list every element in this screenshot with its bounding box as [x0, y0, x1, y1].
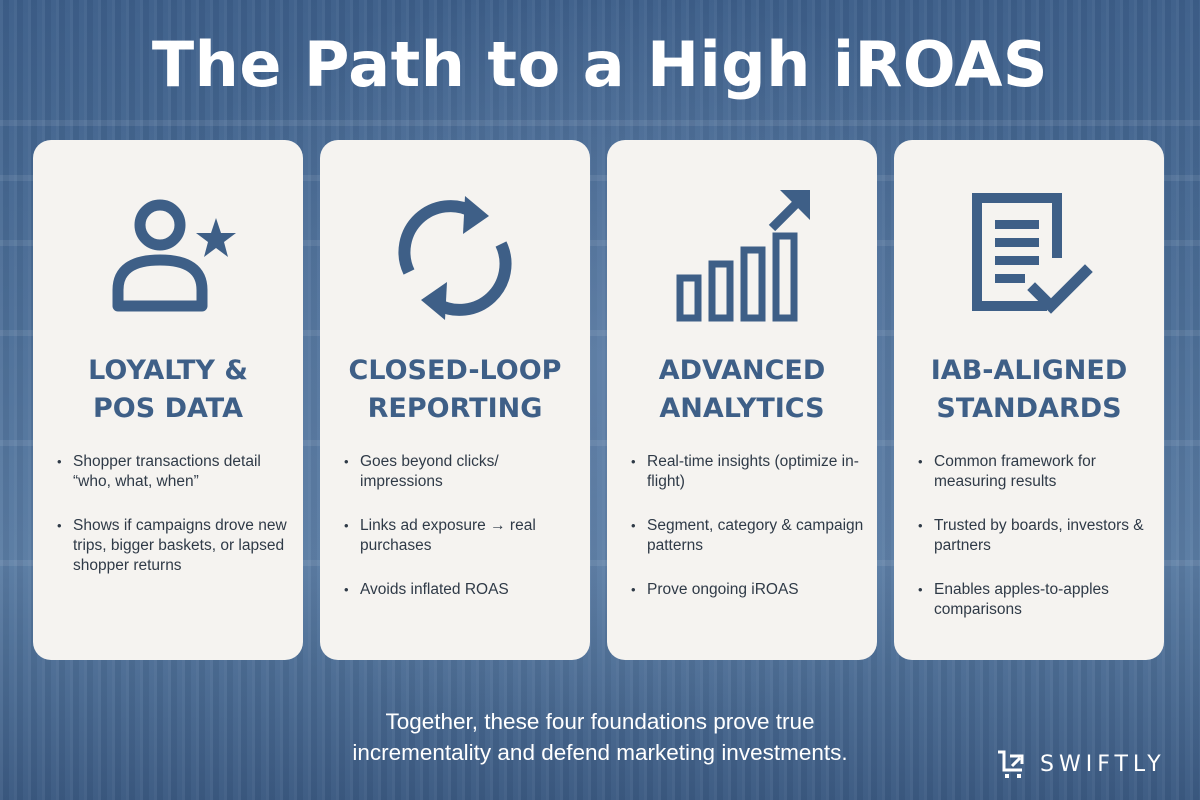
bullet-list: Shopper transactions detail “who, what, … — [55, 452, 295, 600]
card-closed-loop-reporting: CLOSED-LOOP REPORTING Goes beyond clicks… — [320, 140, 590, 660]
list-item: Shows if campaigns drove new trips, bigg… — [55, 516, 295, 576]
card-advanced-analytics: ADVANCED ANALYTICS Real-time insights (o… — [607, 140, 877, 660]
list-item: Common framework for measuring results — [916, 452, 1156, 492]
card-loyalty-pos-data: LOYALTY & POS DATA Shopper transactions … — [33, 140, 303, 660]
card-title: CLOSED-LOOP REPORTING — [348, 355, 562, 424]
list-item: Enables apples-to-apples comparisons — [916, 580, 1156, 620]
card-title: ADVANCED ANALYTICS — [658, 355, 826, 424]
list-item: Prove ongoing iROAS — [629, 580, 869, 600]
brand-logo: SWIFTLY — [996, 748, 1166, 780]
user-star-icon — [98, 188, 238, 328]
list-item: Segment, category & campaign patterns — [629, 516, 869, 556]
card-iab-aligned-standards: IAB-ALIGNED STANDARDS Common framework f… — [894, 140, 1164, 660]
list-item: Trusted by boards, investors & partners — [916, 516, 1156, 556]
card-title: LOYALTY & POS DATA — [88, 355, 248, 424]
bullet-list: Common framework for measuring results T… — [916, 452, 1156, 644]
list-item: Goes beyond clicks/ impressions — [342, 452, 582, 492]
foundation-cards: LOYALTY & POS DATA Shopper transactions … — [33, 140, 1167, 660]
brand-name: SWIFTLY — [1040, 751, 1166, 777]
document-check-icon — [959, 188, 1099, 328]
footer-message: Together, these four foundations prove t… — [352, 709, 848, 765]
list-item: Avoids inflated ROAS — [342, 580, 582, 600]
page-title: The Path to a High iROAS — [151, 28, 1049, 101]
bullet-list: Goes beyond clicks/ impressions Links ad… — [342, 452, 582, 624]
bar-chart-growth-icon — [672, 188, 812, 328]
list-item: Links ad exposure → real purchases — [342, 516, 582, 556]
card-title: IAB-ALIGNED STANDARDS — [930, 355, 1128, 424]
refresh-cycle-icon — [385, 188, 525, 328]
list-item: Real-time insights (optimize in-flight) — [629, 452, 869, 492]
cart-logo-icon — [998, 750, 1024, 778]
bullet-list: Real-time insights (optimize in-flight) … — [629, 452, 869, 624]
list-item: Shopper transactions detail “who, what, … — [55, 452, 295, 492]
